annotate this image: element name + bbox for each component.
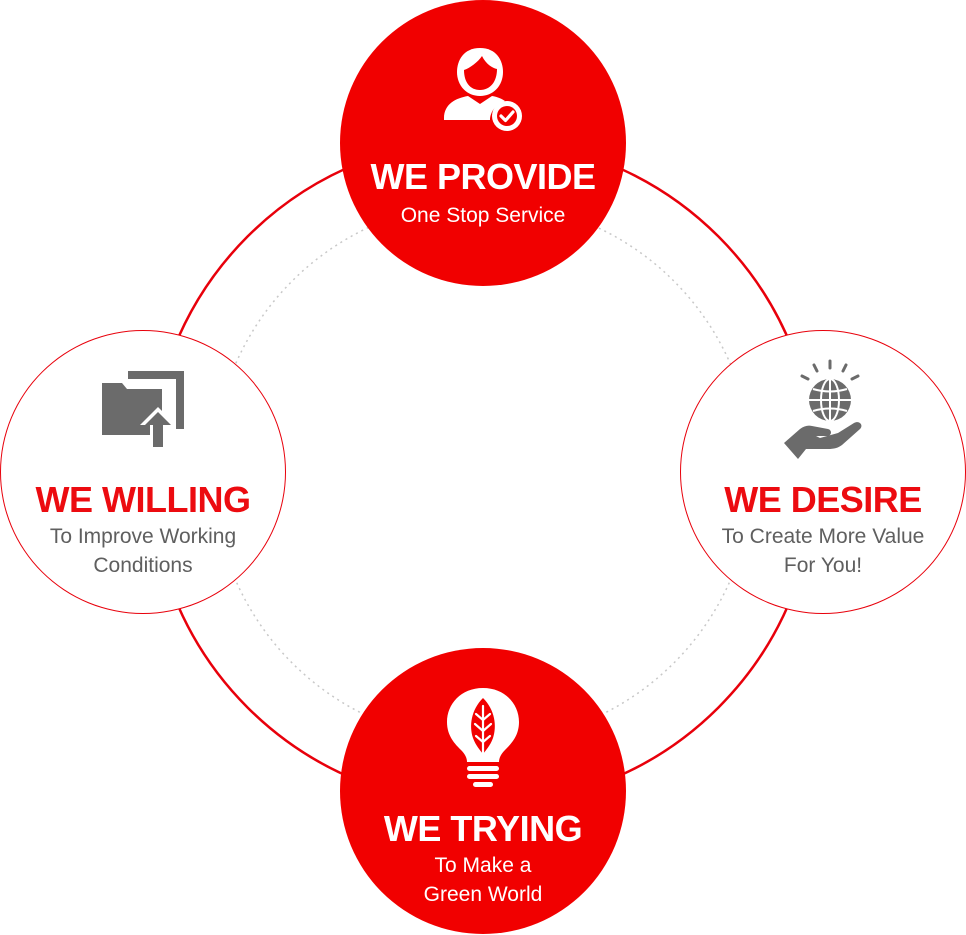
node-subtitle: One Stop Service [340, 201, 626, 230]
user-check-icon [440, 42, 526, 137]
node-we-willing: WE WILLING To Improve Working Conditions [0, 330, 286, 614]
node-we-desire: WE DESIRE To Create More Value For You! [680, 330, 966, 614]
subtitle-line: To Make a [434, 854, 532, 877]
node-we-provide: WE PROVIDE One Stop Service [340, 0, 626, 286]
globe-in-hand-icon [780, 359, 866, 468]
node-subtitle: To Create More Value For You! [681, 522, 965, 580]
subtitle-line: To Create More Value [721, 525, 925, 548]
subtitle-line: One Stop Service [400, 204, 566, 227]
node-title: WE WILLING [35, 479, 251, 520]
leaf-lightbulb-icon [443, 684, 523, 795]
node-subtitle: To Improve Working Conditions [1, 522, 285, 580]
subtitle-line: Conditions [93, 554, 193, 577]
subtitle-line: For You! [783, 554, 863, 577]
subtitle-line: To Improve Working [49, 525, 237, 548]
node-title: WE DESIRE [724, 479, 922, 520]
node-we-trying: WE TRYING To Make a Green World [340, 648, 626, 934]
folder-upload-icon [100, 369, 186, 456]
node-subtitle: To Make a Green World [340, 851, 626, 909]
node-title: WE PROVIDE [370, 156, 596, 197]
node-title: WE TRYING [383, 808, 583, 849]
subtitle-line: Green World [423, 883, 543, 906]
